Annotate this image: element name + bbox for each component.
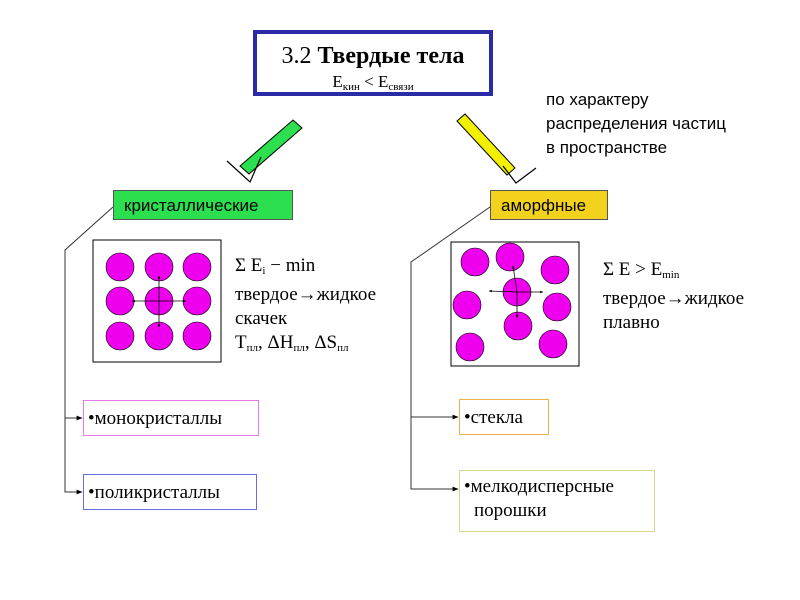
note-line: распределения частиц [546,114,726,133]
less-than-sign: < [364,72,374,91]
crystal-lattice [92,239,222,363]
amorphous-connectors [410,206,491,492]
crystalline-connectors [64,206,114,495]
s-symbol: , ΔS [304,332,338,353]
energy-sum-line: Σ Ei − min [235,254,376,283]
transition-type: скачек [235,308,288,329]
t-subscript: пл [246,342,258,354]
sum-subscript: i [262,265,266,277]
transition-line: твердое→жидкое [235,284,377,305]
powder-line-1: •мелкодисперсные [464,476,614,497]
arrow-to-amorphous [456,113,537,184]
s-subscript: пл [337,342,349,354]
transition-line: твердое→жидкое [603,288,745,309]
monocrystals-item: •монокристаллы [83,400,259,436]
melting-params: Tпл, ΔHпл, ΔSпл [235,331,376,360]
note-line: по характеру [546,90,649,109]
note-line: в пространстве [546,138,668,157]
sum-subscript: min [662,269,680,281]
powder-line-2: порошки [474,500,547,521]
e-bond-subscript: связи [388,81,414,93]
sum-min: − min [265,255,316,276]
h-subscript: пл [293,342,305,354]
amorphous-category: аморфные [490,190,608,220]
crystalline-properties: Σ Ei − min твердое→жидкое скачек Tпл, ΔH… [235,254,376,360]
fine-powders-item: •мелкодисперсные порошки [459,470,655,532]
arrow-to-crystalline [226,119,303,184]
sum-symbol: Σ E [235,255,263,276]
glasses-item: •стекла [459,399,549,435]
energy-relation: Eкин < Eсвязи [257,72,489,97]
amorphous-properties: Σ E > Emin твердое→жидкое плавно [603,258,744,335]
sum-symbol: Σ E > E [603,259,663,280]
amorphous-structure [450,241,580,367]
energy-sum-line: Σ E > Emin [603,258,744,287]
t-symbol: T [235,332,247,353]
e-kin-symbol: E [332,72,343,91]
slide-title: 3.2 Твердые тела [257,42,489,70]
transition-type: плавно [603,312,660,333]
crystalline-category: кристаллические [113,190,293,220]
title-number: 3.2 [281,43,312,69]
title-text: Твердые тела [317,43,465,69]
title-box: 3.2 Твердые тела Eкин < Eсвязи [253,30,493,96]
e-bond-symbol: E [377,72,389,91]
polycrystals-item: •поликристаллы [83,474,257,510]
classification-note: по характеру распределения частиц в прос… [546,88,726,160]
e-kin-subscript: кин [342,81,360,93]
h-symbol: , ΔH [258,332,294,353]
